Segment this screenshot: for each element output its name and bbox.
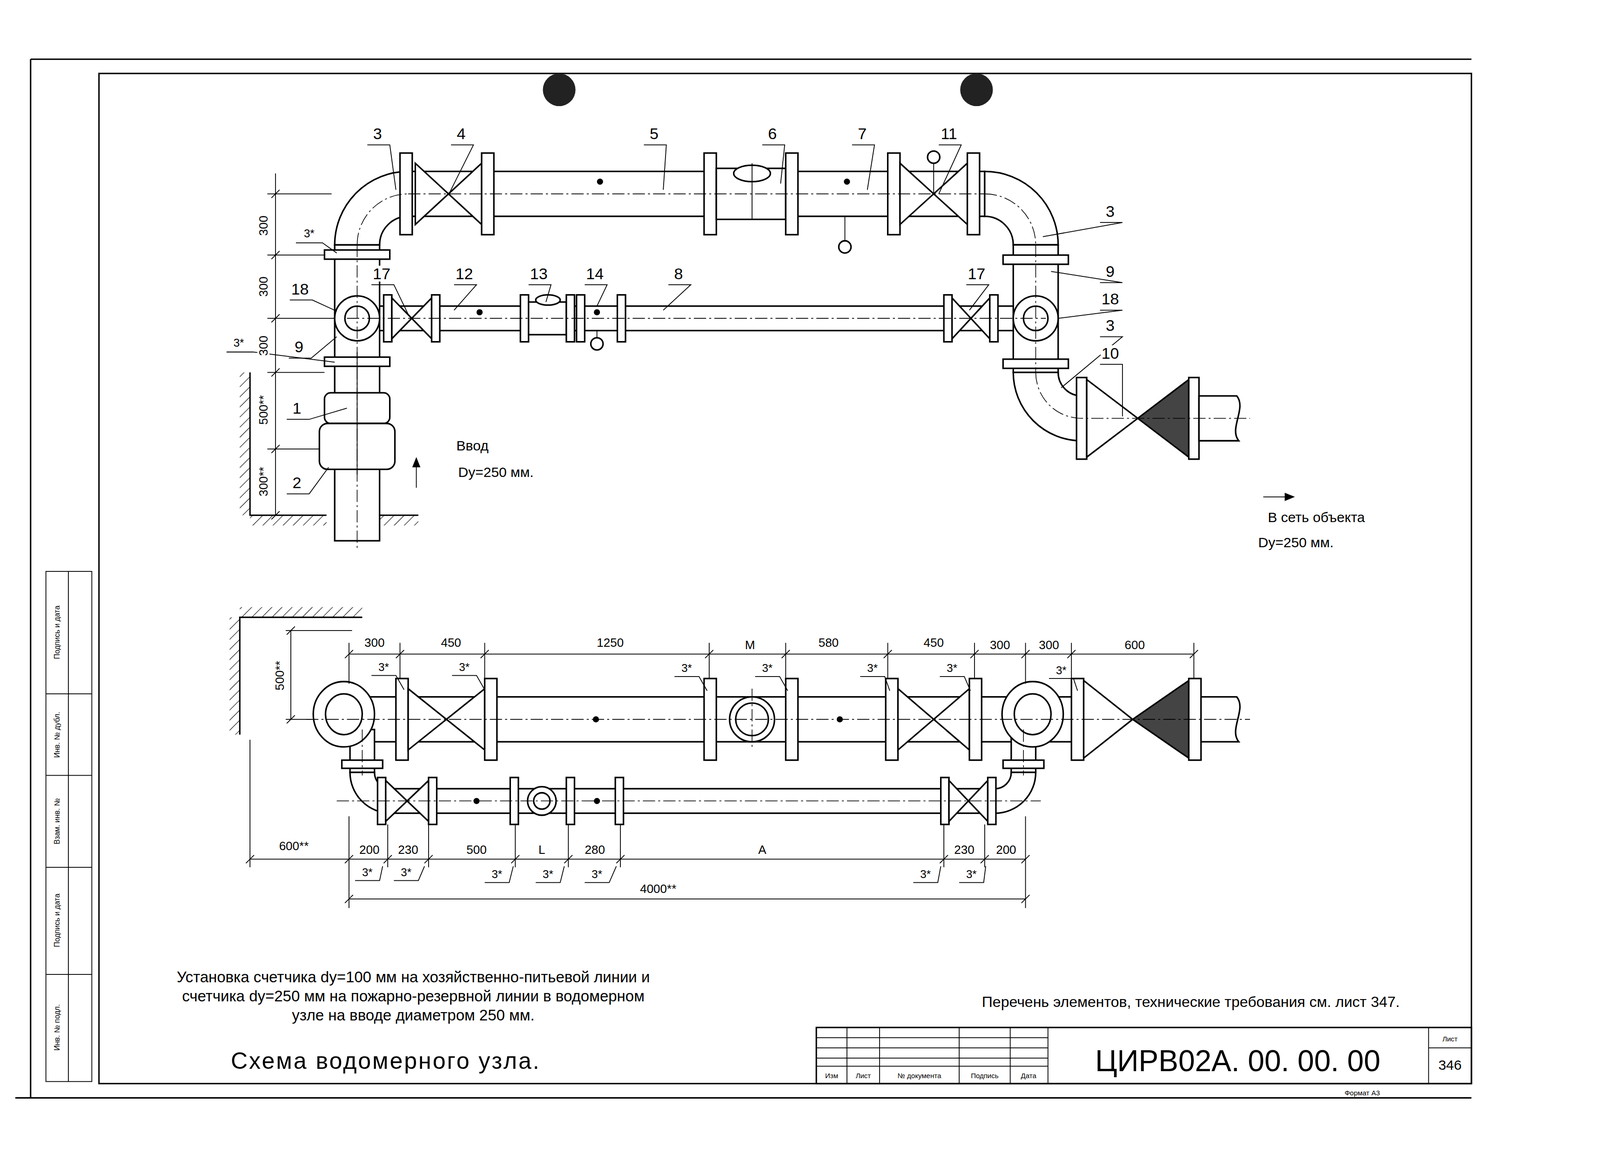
- weld-mark: 3*: [399, 867, 413, 879]
- callout-number: 5: [648, 125, 660, 142]
- callout-number: 3: [1104, 317, 1116, 334]
- dimension: 600: [1123, 638, 1146, 652]
- weld-mark: 3*: [377, 661, 390, 673]
- weld-mark: 3*: [302, 228, 316, 240]
- dimension: 200: [994, 843, 1017, 856]
- dimension: 280: [584, 843, 606, 856]
- flow-label: В сеть объекта: [1266, 510, 1366, 525]
- dimension: 300: [257, 275, 270, 298]
- stamp-cell: Инв. № дубл.: [53, 710, 61, 759]
- stamp-cell: Инв. № подл.: [53, 1003, 61, 1052]
- callout-number: 10: [1100, 345, 1121, 362]
- weld-mark: 3*: [965, 868, 978, 881]
- dimension: 1250: [595, 636, 625, 649]
- callout-number: 12: [454, 265, 475, 282]
- dimension: 500: [465, 843, 488, 856]
- callout-number: 2: [291, 474, 303, 491]
- stamp-cell: Лист: [854, 1072, 873, 1080]
- stamp-cell: Подпись и дата: [53, 892, 61, 948]
- callout-number: 14: [584, 265, 605, 282]
- callout-number: 18: [1100, 290, 1121, 307]
- callout-number: 6: [766, 125, 778, 142]
- callout-number: 8: [673, 265, 685, 282]
- stamp-cell: Взам. инв. №: [53, 797, 61, 846]
- stamp-cell: Формат А3: [1343, 1089, 1381, 1097]
- dimension: 300: [1037, 638, 1060, 652]
- stamp-cell: Изм: [824, 1072, 840, 1080]
- flow-label: Ввод: [455, 438, 490, 453]
- note: Перечень элементов, технические требован…: [981, 994, 1401, 1010]
- callout-number: 4: [456, 125, 467, 142]
- dimension: 230: [396, 843, 419, 856]
- dimension: 300: [257, 214, 270, 237]
- callout-number: 9: [293, 338, 305, 355]
- dimension: 300: [363, 636, 386, 649]
- weld-mark: 3*: [680, 662, 693, 674]
- drawing-caption: Установка счетчика dy=100 мм на хозяйств…: [167, 967, 659, 1026]
- weld-mark: 3*: [919, 868, 932, 881]
- callout-number: 17: [371, 265, 392, 282]
- callout-number: 17: [966, 265, 987, 282]
- dimension: L: [537, 843, 546, 856]
- stamp-cell: Лист: [1441, 1035, 1459, 1043]
- drawing-code: ЦИРВ02А. 00. 00. 00: [1094, 1046, 1382, 1076]
- weld-mark: 3*: [457, 661, 471, 673]
- weld-mark: 3*: [945, 662, 959, 674]
- dimension: A: [757, 843, 767, 856]
- weld-mark: 3*: [866, 662, 879, 674]
- dimension: 450: [922, 636, 945, 649]
- callout-number: 13: [529, 265, 549, 282]
- dimension: 230: [953, 843, 975, 856]
- dimension: 300: [988, 638, 1011, 652]
- callout-number: 1: [291, 400, 303, 417]
- drawing-title: Схема водомерного узла.: [229, 1049, 542, 1073]
- flow-label: Dy=250 мм.: [1257, 535, 1335, 550]
- stamp-cell: Дата: [1020, 1072, 1038, 1080]
- dimension: 300: [257, 335, 270, 357]
- weld-mark: 3*: [490, 868, 504, 881]
- dimension: 600**: [278, 840, 310, 853]
- dimension: 300**: [257, 465, 270, 498]
- weld-mark: 3*: [590, 868, 604, 881]
- callout-number: 11: [939, 125, 958, 142]
- dimension: 580: [817, 636, 840, 649]
- callout-number: 3: [1104, 203, 1116, 220]
- stamp-cell: Подпись: [969, 1072, 1000, 1080]
- stamp-cell: № документа: [896, 1072, 942, 1080]
- dimension: 500**: [273, 659, 286, 692]
- weld-mark: 3*: [541, 868, 555, 881]
- flow-label: Dy=250 мм.: [457, 465, 535, 480]
- stamp-cell: 346: [1437, 1058, 1463, 1073]
- weld-mark: 3*: [232, 337, 246, 349]
- dimension: 4000**: [638, 882, 678, 895]
- dimension: 500**: [257, 394, 270, 427]
- callout-number: 3: [372, 125, 384, 142]
- callout-number: 9: [1104, 263, 1116, 280]
- dimension: 200: [358, 843, 381, 856]
- dimension: M: [744, 638, 757, 652]
- weld-mark: 3*: [760, 662, 774, 674]
- weld-mark: 3*: [1055, 665, 1068, 677]
- weld-mark: 3*: [361, 867, 374, 879]
- callout-number: 18: [290, 281, 310, 297]
- callout-number: 7: [856, 125, 868, 142]
- dimension: 450: [439, 636, 462, 649]
- stamp-cell: Подпись и дата: [53, 605, 61, 661]
